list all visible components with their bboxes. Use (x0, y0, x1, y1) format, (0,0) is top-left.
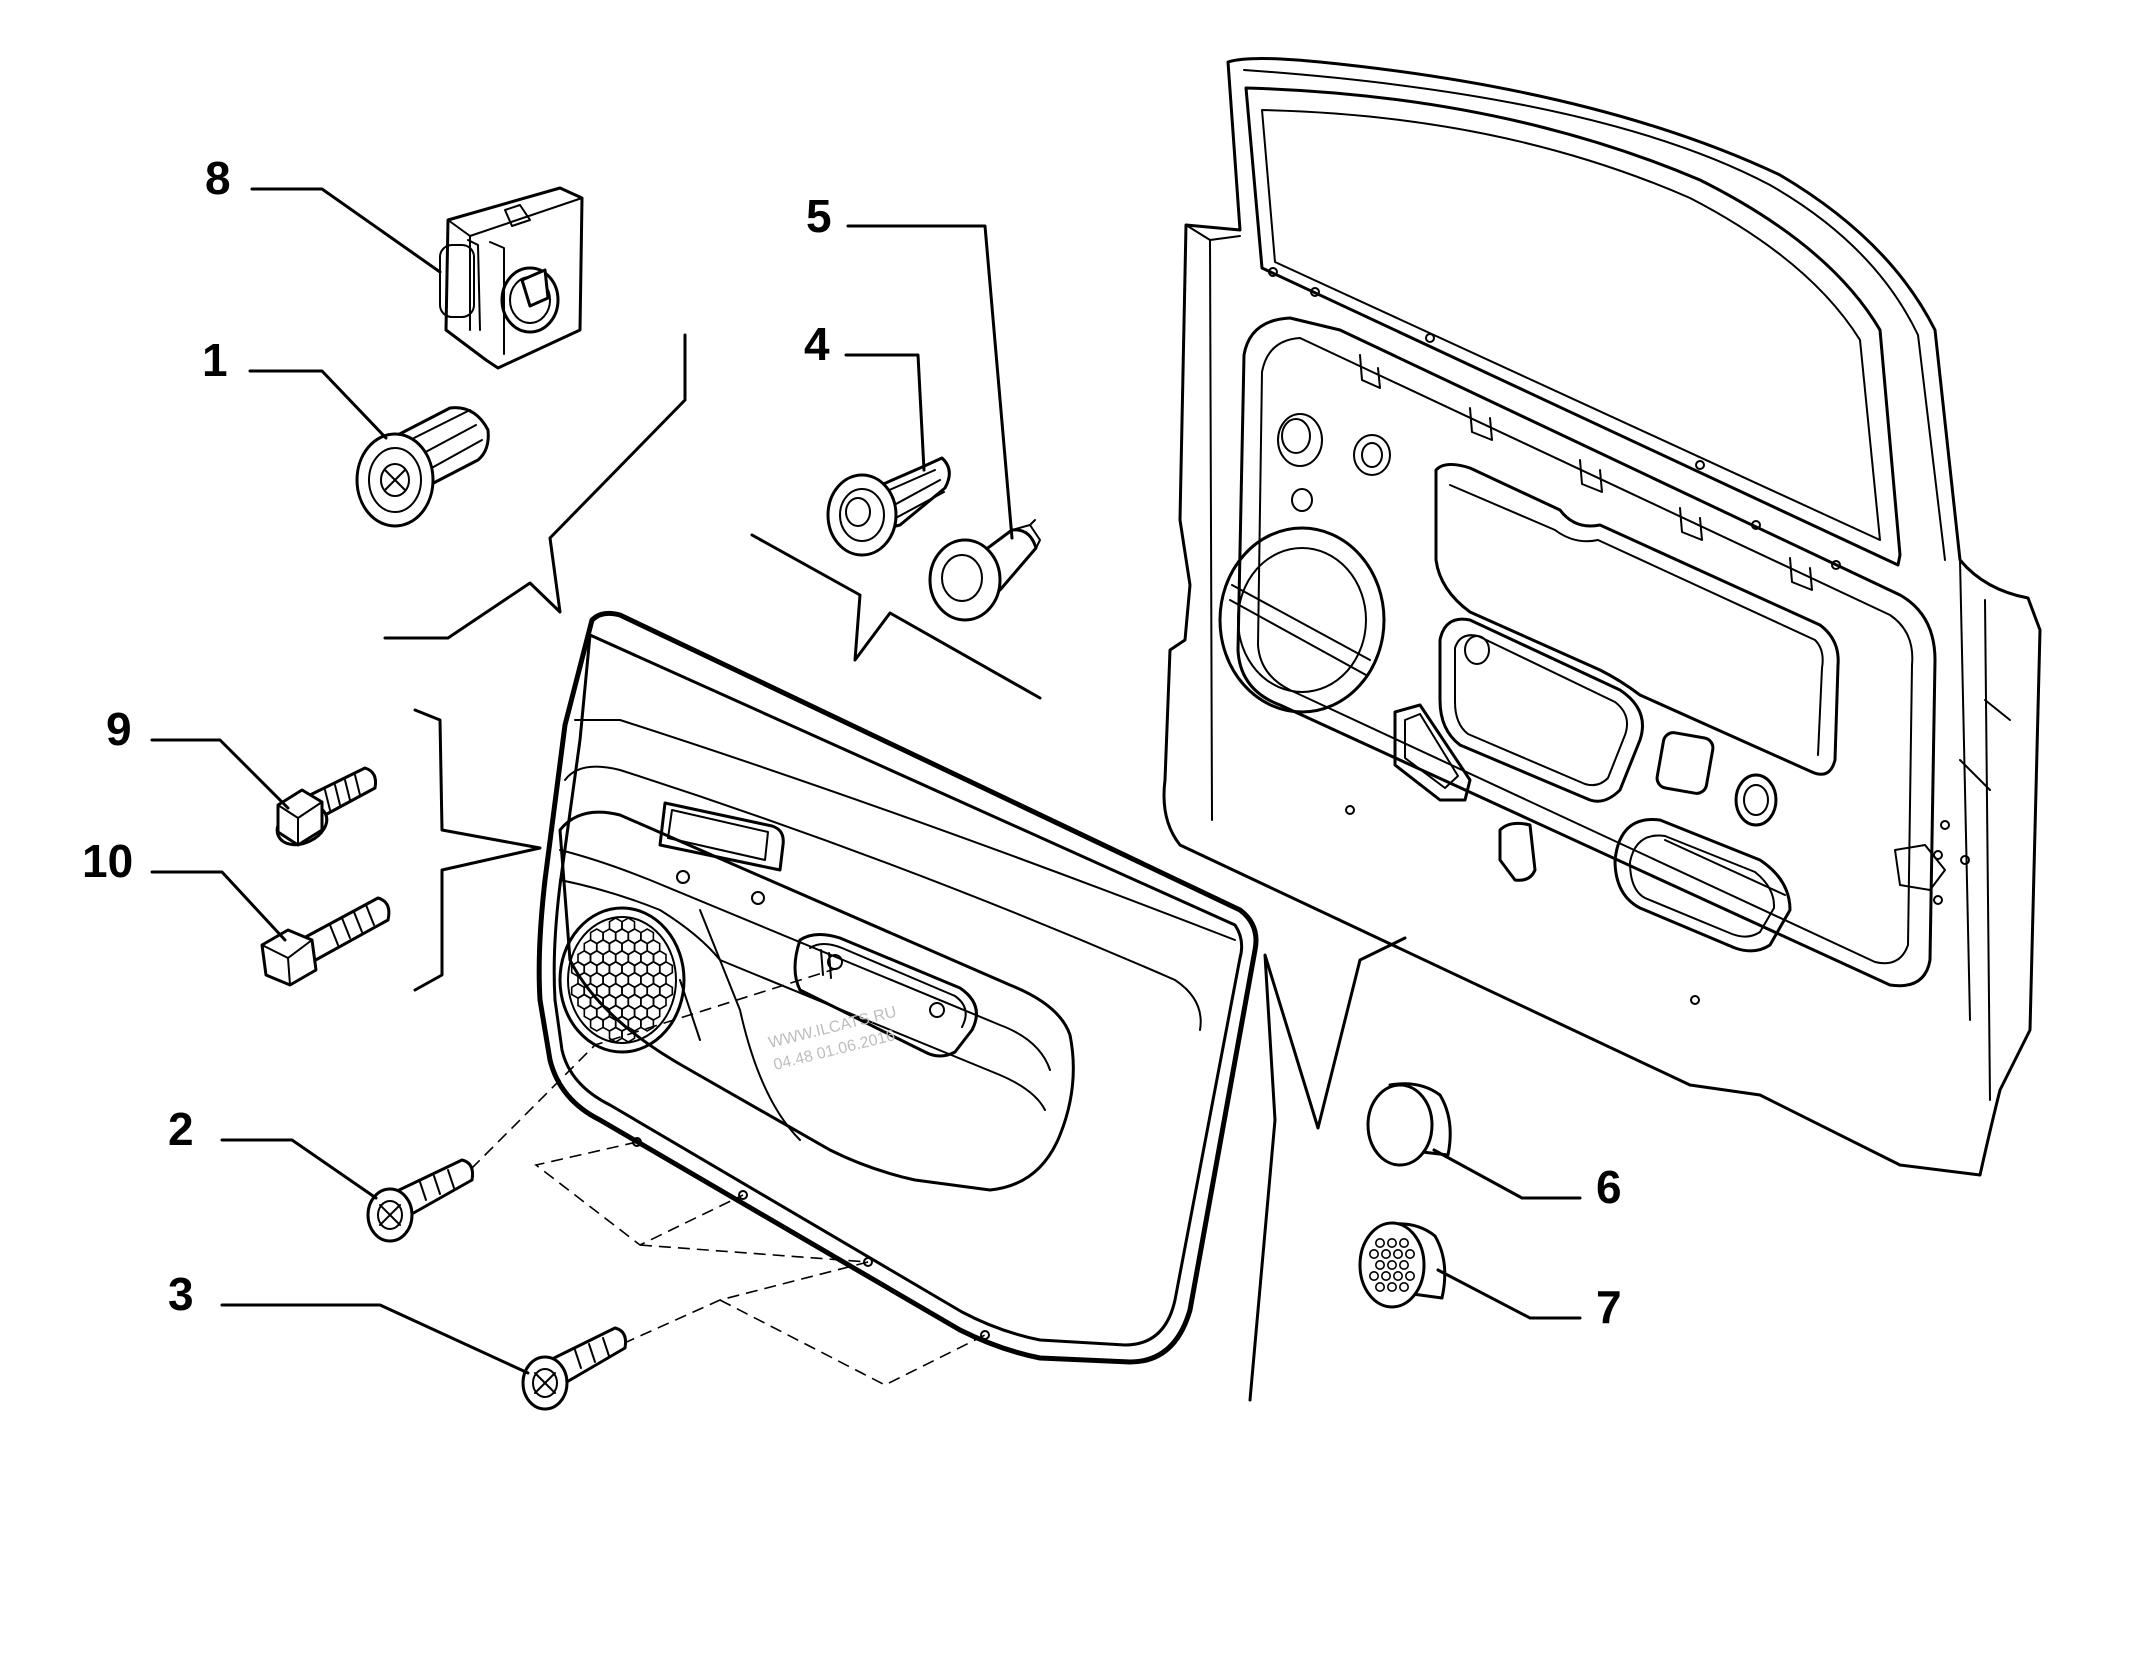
part-2-socket-screw (366, 1158, 474, 1243)
grille-cap-hole (1399, 1238, 1410, 1249)
grille-cap-hole (1369, 1249, 1380, 1260)
callout-1: 1 (202, 334, 228, 386)
callout-10: 10 (82, 835, 133, 887)
part-3-socket-screw (521, 1326, 627, 1411)
grille-cap-hole (1381, 1249, 1392, 1260)
callout-5: 5 (806, 190, 832, 242)
part-5-plastic-rivet (928, 519, 1041, 622)
part-4-retaining-clip (826, 456, 951, 557)
grille-cap-hole (1381, 1271, 1392, 1282)
callout-7: 7 (1596, 1281, 1622, 1333)
leader-lines (150, 187, 1582, 1375)
part-1-push-clip (355, 406, 490, 528)
part-6-plug-cap (1366, 1082, 1452, 1167)
callout-2: 2 (168, 1103, 194, 1155)
callout-labels: 8 1 5 4 9 10 2 3 6 7 (82, 152, 1622, 1333)
grille-cap-hole (1375, 1282, 1386, 1293)
callout-4: 4 (804, 318, 830, 370)
door-trim-panel (536, 610, 1259, 1365)
group-bracket-lines (383, 333, 1407, 1402)
grille-cap-hole (1399, 1282, 1410, 1293)
part-7-speaker-grille-cap (1358, 1221, 1447, 1309)
grille-hex-cell (640, 1015, 655, 1032)
callout-3: 3 (168, 1268, 194, 1320)
callout-9: 9 (106, 703, 132, 755)
grille-cap-hole (1393, 1271, 1404, 1282)
part-9-flange-bolt (275, 766, 377, 847)
grille-cap-hole (1375, 1238, 1386, 1249)
part-8-switch-housing (439, 186, 584, 370)
door-shell (1162, 57, 2042, 1177)
grille-cap-hole (1387, 1238, 1398, 1249)
grille-hex-cell (589, 1015, 604, 1032)
callout-6: 6 (1596, 1161, 1622, 1213)
callout-8: 8 (205, 152, 231, 204)
grille-cap-hole (1375, 1260, 1386, 1271)
part-10-hex-bolt (260, 896, 391, 987)
grille-cap-hole (1387, 1260, 1398, 1271)
grille-cap-hole (1405, 1249, 1416, 1260)
fastener-routing-lines (464, 967, 986, 1386)
speaker-grille-mesh (570, 917, 674, 1043)
grille-cap-hole (1393, 1249, 1404, 1260)
grille-cap-holes (1369, 1238, 1416, 1293)
grille-cap-hole (1387, 1282, 1398, 1293)
grille-hex-cell (621, 1026, 636, 1043)
grille-cap-hole (1405, 1271, 1416, 1282)
grille-cap-hole (1369, 1271, 1380, 1282)
grille-cap-hole (1399, 1260, 1410, 1271)
